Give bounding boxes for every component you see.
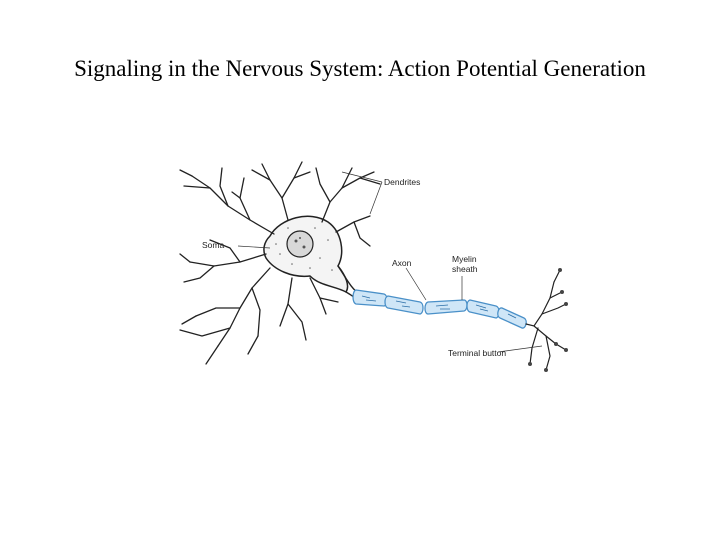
page-title: Signaling in the Nervous System: Action …: [74, 56, 646, 81]
label-axon: Axon: [392, 258, 412, 268]
label-terminal-button: Terminal button: [448, 348, 506, 358]
label-myelin-line2: sheath: [452, 264, 478, 274]
terminal-buttons: [528, 268, 568, 372]
label-myelin-line1: Myelin: [452, 254, 477, 264]
neuron-diagram: Dendrites Soma Axon Myelin sheath Termin…: [170, 158, 570, 388]
label-soma: Soma: [202, 240, 224, 250]
neuron-illustration: Dendrites Soma Axon Myelin sheath Termin…: [179, 161, 568, 372]
myelin-sheath: [352, 289, 527, 329]
label-dendrites: Dendrites: [384, 177, 420, 187]
nucleus: [286, 230, 314, 258]
